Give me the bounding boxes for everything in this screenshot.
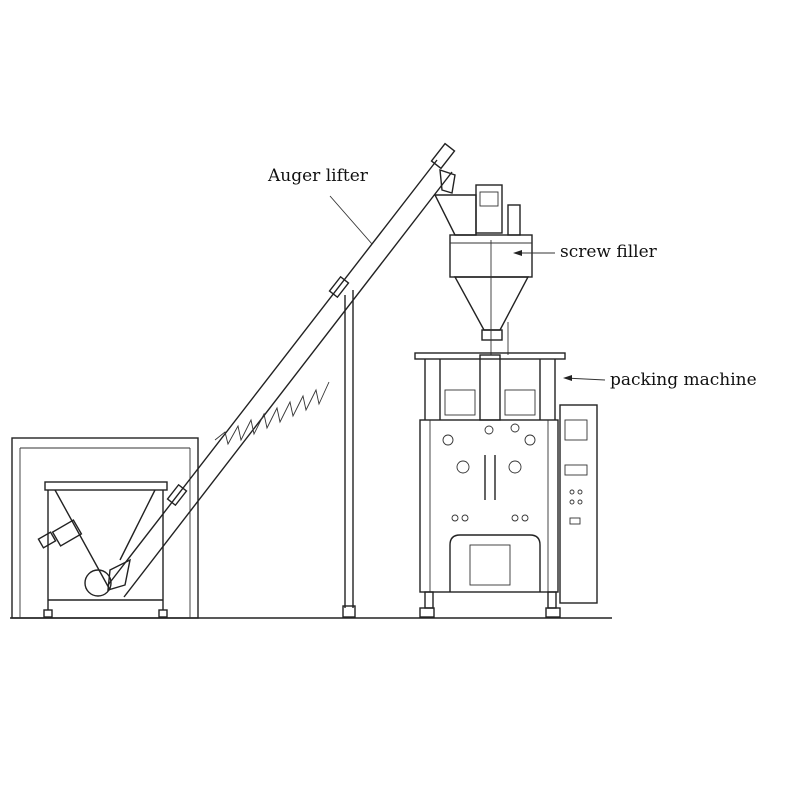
feed-frame xyxy=(11,437,199,619)
screw-filler-label: screw filler xyxy=(560,242,657,262)
packing-machine-label: packing machine xyxy=(610,370,757,390)
packing-machine xyxy=(414,352,598,618)
feed-hopper xyxy=(37,481,168,618)
auger-lifter-tube xyxy=(107,142,456,598)
auger-lifter-label: Auger lifter xyxy=(268,166,368,186)
control-panel xyxy=(559,404,598,604)
packing-machine-arrow xyxy=(563,375,606,381)
support-pole xyxy=(342,290,356,618)
auger-lifter-leader xyxy=(329,195,373,245)
screw-filler-arrow xyxy=(513,250,555,256)
screw-filler xyxy=(433,184,533,355)
